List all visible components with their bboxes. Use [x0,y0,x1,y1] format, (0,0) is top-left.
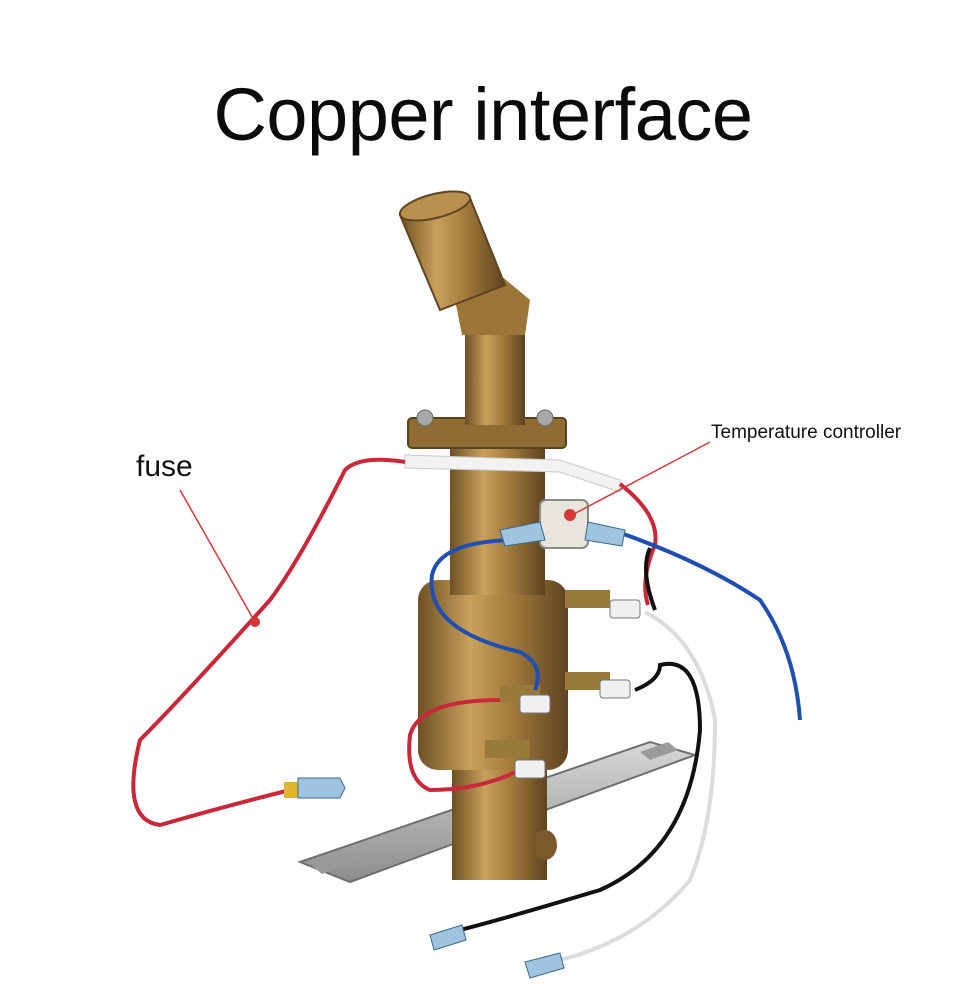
temperature-controller-label: Temperature controller [711,422,902,443]
blue-wire [429,538,540,691]
page-title: Copper interface [213,73,753,156]
white-sleeve [404,454,621,493]
black-wire [459,547,703,932]
white-wire [559,610,718,962]
temperature-controller [539,499,589,549]
red-fuse-wire [131,457,406,828]
copper-pipe [465,320,525,425]
fuse-label: fuse [136,450,193,483]
fuse-terminal [297,777,346,799]
brass-body-upper [450,425,545,595]
fuse-leader-line [179,489,256,623]
temperature-controller-leader-line [571,441,711,516]
